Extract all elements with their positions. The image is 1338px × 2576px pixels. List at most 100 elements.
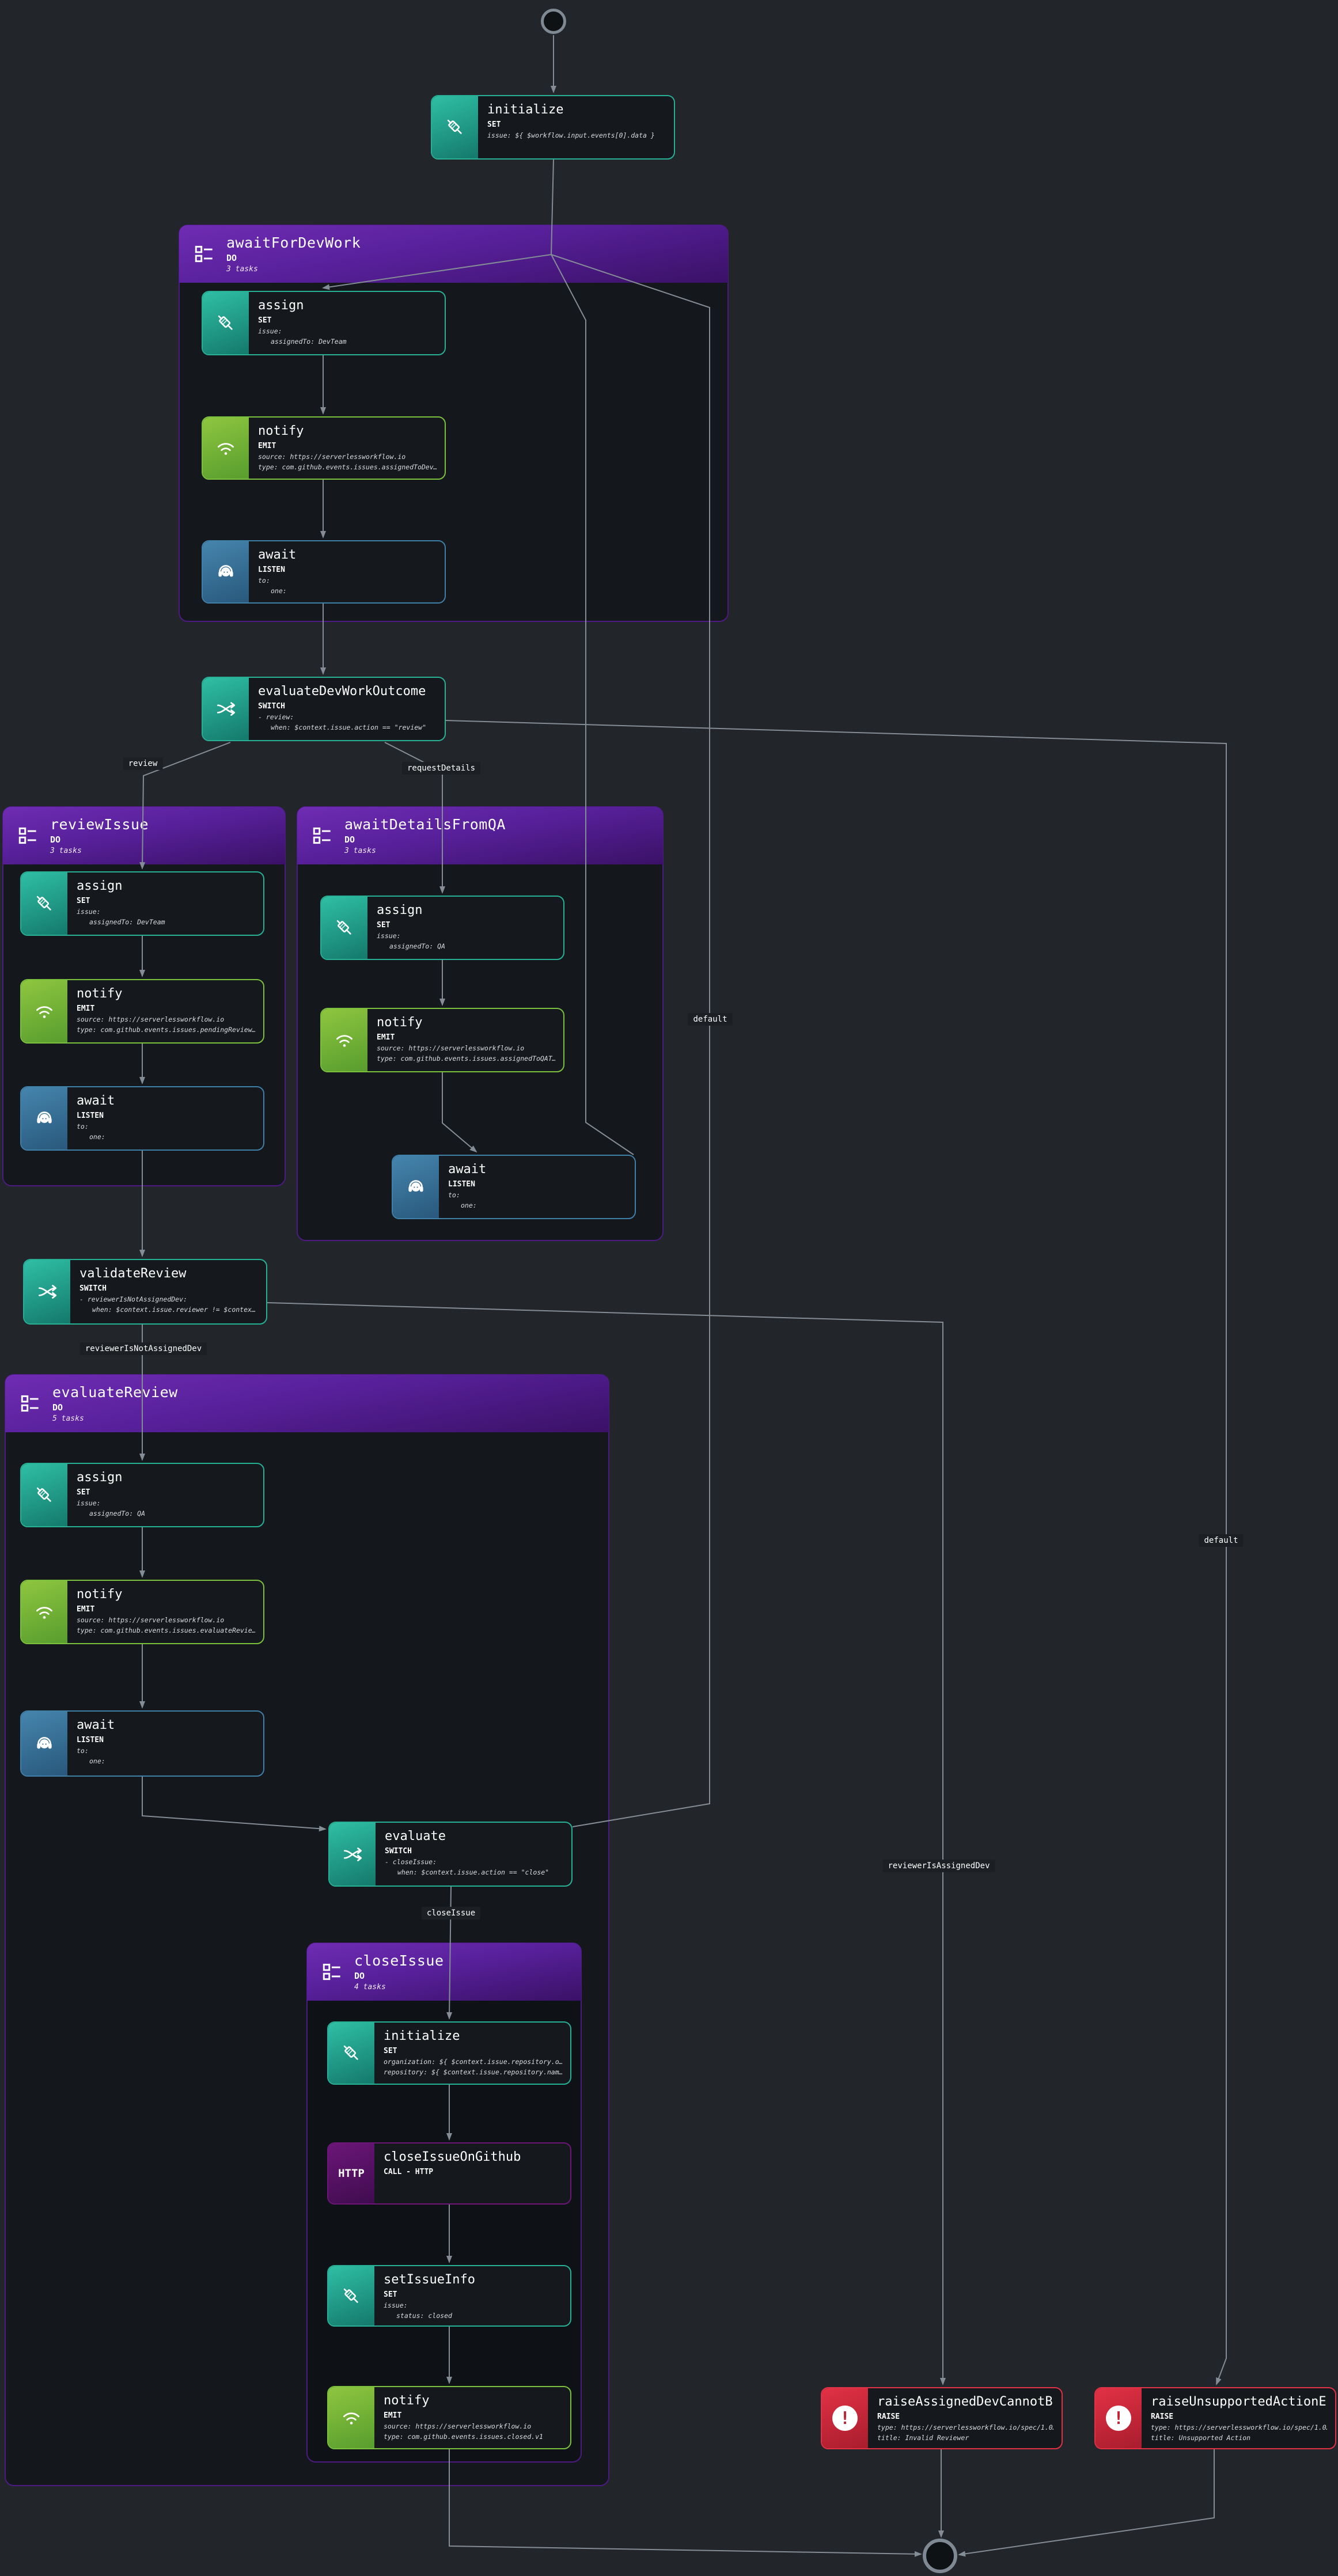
shuffle-icon: [203, 678, 249, 740]
headphones-icon: [393, 1156, 439, 1218]
do-tasks-icon: [19, 1392, 42, 1415]
shuffle-icon: [329, 1823, 376, 1885]
node-kind: EMIT: [384, 2411, 402, 2420]
node-detail: one:: [461, 1201, 477, 1209]
node-title: assign: [377, 903, 423, 917]
edge-label-reviewerIsNotAssignedDev: reviewerIsNotAssignedDev: [79, 1342, 207, 1355]
task-node-awaitForDevWork-assign[interactable]: assign SET issue: assignedTo: DevTeam: [202, 291, 446, 355]
task-node-evaluateReview-assign[interactable]: assign SET issue: assignedTo: QA: [20, 1463, 264, 1527]
edge-label-closeIssue: closeIssue: [421, 1907, 481, 1919]
task-node-setIssueInfo[interactable]: setIssueInfo SET issue: status: closed: [327, 2265, 571, 2327]
node-detail: source: https://serverlessworkflow.io: [384, 2422, 532, 2430]
container-header-evaluateReview[interactable]: evaluateReview DO 5 tasks: [5, 1375, 609, 1432]
wifi-icon: [321, 1009, 367, 1071]
node-detail: assignedTo: QA: [389, 942, 445, 950]
start-node[interactable]: [541, 9, 566, 34]
task-node-reviewIssue-await[interactable]: await LISTEN to: one:: [20, 1086, 264, 1151]
node-detail: - closeIssue:: [385, 1857, 437, 1866]
node-detail: issue:: [258, 327, 282, 335]
task-node-closeIssue-initialize[interactable]: initialize SET organization: ${ $context…: [327, 2021, 571, 2085]
node-detail: one:: [89, 1756, 105, 1765]
container-title: closeIssue: [354, 1952, 444, 1969]
node-detail: type: https://serverlessworkflow.io/spec…: [877, 2423, 1053, 2431]
task-node-initialize[interactable]: initialize SET issue: ${ $workflow.input…: [431, 95, 675, 160]
headphones-icon: [21, 1087, 67, 1149]
node-detail: type: com.github.events.issues.evaluateR…: [77, 1626, 255, 1634]
container-kind: DO: [226, 253, 237, 263]
task-node-reviewIssue-assign[interactable]: assign SET issue: assignedTo: DevTeam: [20, 871, 264, 936]
container-title: awaitDetailsFromQA: [344, 816, 506, 833]
syringe-icon: [203, 292, 249, 354]
edge-label-default-evaluate: default: [688, 1013, 733, 1026]
container-title: awaitForDevWork: [226, 234, 361, 251]
node-kind: SWITCH: [79, 1284, 107, 1293]
node-detail: source: https://serverlessworkflow.io: [77, 1015, 225, 1023]
task-node-closeIssue-notify[interactable]: notify EMIT source: https://serverlesswo…: [327, 2386, 571, 2449]
node-title: initialize: [487, 103, 564, 117]
node-title: notify: [377, 1015, 423, 1030]
node-title: validateReview: [79, 1266, 187, 1281]
container-kind: DO: [52, 1402, 63, 1413]
node-title: raiseUnsupportedActionEr…: [1151, 2395, 1327, 2409]
node-title: await: [77, 1718, 115, 1732]
container-task-count: 5 tasks: [52, 1414, 84, 1423]
node-kind: SET: [384, 2290, 397, 2299]
task-node-awaitForDevWork-await[interactable]: await LISTEN to: one:: [202, 540, 446, 604]
node-title: await: [77, 1094, 115, 1108]
node-detail: type: com.github.events.issues.assignedT…: [377, 1054, 555, 1063]
node-kind: CALL - HTTP: [384, 2167, 434, 2176]
node-detail: source: https://serverlessworkflow.io: [77, 1615, 225, 1624]
node-detail: type: com.github.events.issues.pendingRe…: [77, 1025, 255, 1034]
wifi-icon: [328, 2387, 374, 2448]
node-kind: LISTEN: [77, 1735, 104, 1744]
task-node-raiseAssignedDevCannotBeReviewer[interactable]: ! raiseAssignedDevCannotBe… RAISE type: …: [821, 2387, 1063, 2449]
node-detail: issue:: [77, 1498, 101, 1507]
node-detail: to:: [77, 1746, 89, 1755]
container-header-closeIssue[interactable]: closeIssue DO 4 tasks: [307, 1943, 581, 2001]
container-header-awaitDetailsFromQA[interactable]: awaitDetailsFromQA DO 3 tasks: [297, 807, 663, 864]
task-node-awaitDetailsFromQA-notify[interactable]: notify EMIT source: https://serverlesswo…: [320, 1008, 564, 1072]
node-detail: title: Unsupported Action: [1151, 2433, 1251, 2442]
end-node[interactable]: [923, 2539, 957, 2573]
node-kind: EMIT: [77, 1004, 95, 1013]
syringe-icon: [21, 1464, 67, 1526]
container-header-reviewIssue[interactable]: reviewIssue DO 3 tasks: [3, 807, 285, 864]
container-task-count: 3 tasks: [344, 847, 376, 855]
node-kind: LISTEN: [77, 1111, 104, 1120]
wifi-icon: [203, 418, 249, 479]
task-node-awaitForDevWork-notify[interactable]: notify EMIT source: https://serverlesswo…: [202, 416, 446, 480]
node-kind: SET: [77, 1488, 90, 1497]
task-node-closeIssueOnGithub[interactable]: HTTP closeIssueOnGithub CALL - HTTP: [327, 2142, 571, 2205]
task-node-evaluateReview-await[interactable]: await LISTEN to: one:: [20, 1710, 264, 1777]
task-node-reviewIssue-notify[interactable]: notify EMIT source: https://serverlesswo…: [20, 979, 264, 1044]
node-kind: SET: [384, 2046, 397, 2055]
node-title: initialize: [384, 2029, 460, 2043]
node-detail: repository: ${ $context.issue.repository…: [384, 2067, 562, 2076]
node-title: notify: [77, 987, 123, 1001]
node-detail: title: Invalid Reviewer: [877, 2433, 969, 2442]
node-detail: one:: [271, 586, 287, 595]
task-node-evaluateDevWorkOutcome[interactable]: evaluateDevWorkOutcome SWITCH - review: …: [202, 677, 446, 741]
task-node-awaitDetailsFromQA-assign[interactable]: assign SET issue: assignedTo: QA: [320, 896, 564, 960]
syringe-icon: [21, 872, 67, 935]
syringe-icon: [328, 2266, 374, 2325]
task-node-validateReview[interactable]: validateReview SWITCH - reviewerIsNotAss…: [23, 1259, 267, 1325]
node-detail: organization: ${ $context.issue.reposito…: [384, 2057, 562, 2066]
edge-label-review: review: [123, 757, 163, 770]
edge-label-requestDetails: requestDetails: [401, 762, 481, 775]
node-detail: issue:: [384, 2301, 408, 2309]
node-kind: RAISE: [877, 2412, 900, 2421]
do-tasks-icon: [193, 242, 216, 265]
container-header-awaitForDevWork[interactable]: awaitForDevWork DO 3 tasks: [179, 225, 728, 283]
node-title: assign: [258, 298, 304, 313]
syringe-icon: [328, 2023, 374, 2084]
headphones-icon: [203, 541, 249, 602]
node-kind: EMIT: [77, 1604, 95, 1614]
task-node-evaluateReview-notify[interactable]: notify EMIT source: https://serverlesswo…: [20, 1580, 264, 1644]
task-node-raiseUnsupportedActionError[interactable]: ! raiseUnsupportedActionEr… RAISE type: …: [1094, 2387, 1336, 2449]
task-node-awaitDetailsFromQA-await[interactable]: await LISTEN to: one:: [392, 1155, 636, 1219]
task-node-evaluate[interactable]: evaluate SWITCH - closeIssue: when: $con…: [328, 1822, 573, 1887]
node-detail: - review:: [258, 712, 294, 721]
node-detail: to:: [448, 1190, 460, 1199]
